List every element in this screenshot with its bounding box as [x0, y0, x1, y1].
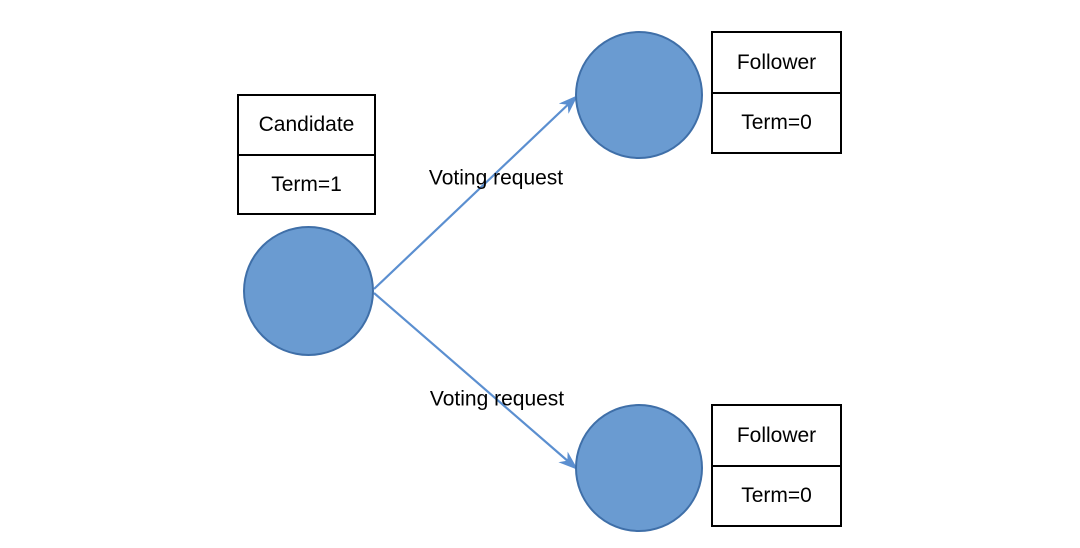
candidate-node-circle[interactable]	[243, 226, 374, 356]
follower-top-role-label: Follower	[713, 33, 840, 94]
candidate-role-label: Candidate	[239, 96, 374, 156]
follower-bottom-info-box: Follower Term=0	[711, 404, 842, 527]
follower-bottom-role-label: Follower	[713, 406, 840, 467]
follower-top-node-circle[interactable]	[575, 31, 703, 159]
edge-bottom-arrow	[373, 292, 578, 470]
edge-bottom-label: Voting request	[429, 387, 565, 411]
edge-top-arrow	[373, 95, 578, 290]
follower-top-info-box: Follower Term=0	[711, 31, 842, 154]
follower-bottom-node-circle[interactable]	[575, 404, 703, 532]
candidate-info-box: Candidate Term=1	[237, 94, 376, 215]
follower-bottom-term-label: Term=0	[741, 484, 812, 508]
follower-top-term-label: Term=0	[741, 111, 812, 135]
edge-top-label: Voting request	[428, 166, 564, 190]
candidate-term-label: Term=1	[271, 172, 342, 196]
